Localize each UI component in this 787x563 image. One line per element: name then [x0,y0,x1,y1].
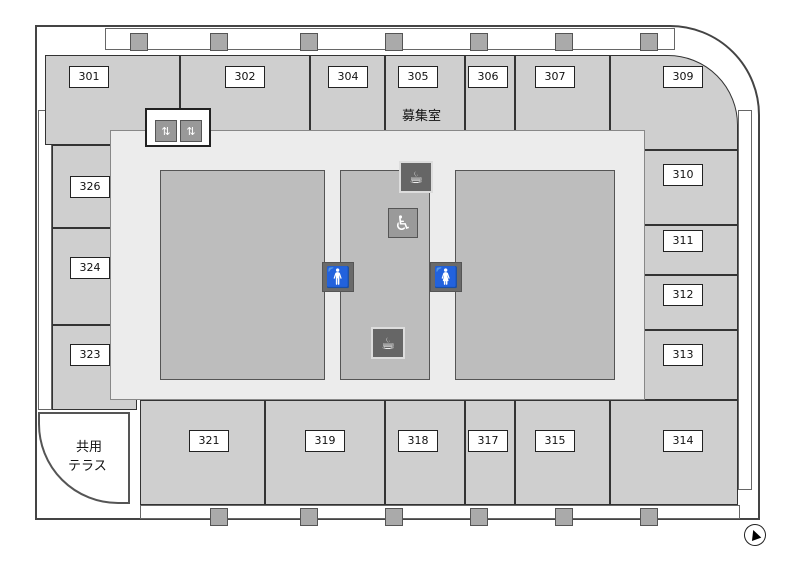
room-label: 324 [70,257,110,279]
bottom-window-strip [140,505,740,519]
right-window-strip [738,110,752,490]
column [470,508,488,526]
column [555,33,573,51]
water-station-icon: ☕ [371,327,405,359]
column [300,508,318,526]
room-label: 315 [535,430,575,452]
terrace-label-line2: テラス [68,459,107,474]
column [385,508,403,526]
recruiting-room-label: 募集室 [402,109,442,124]
room-label: 304 [328,66,368,88]
room-label: 310 [663,164,703,186]
north-arrow-icon: ▲ [740,520,770,550]
water-station-icon: ☕ [399,161,433,193]
accessible-restroom-icon: ♿ [388,208,418,238]
room-label: 321 [189,430,229,452]
room-314[interactable] [610,400,738,505]
room-label: 314 [663,430,703,452]
mens-restroom-icon: 🚹 [322,262,354,292]
room-310[interactable] [640,150,738,225]
column [210,33,228,51]
room-label: 305 [398,66,438,88]
womens-restroom-icon: 🚺 [430,262,462,292]
column [130,33,148,51]
room-label: 312 [663,284,703,306]
column [640,33,658,51]
room-label: 311 [663,230,703,252]
terrace-label-line1: 共用 [76,440,103,455]
room-318[interactable] [385,400,465,505]
column [555,508,573,526]
shared-terrace [38,412,130,504]
room-label: 309 [663,66,703,88]
room-label: 317 [468,430,508,452]
column [300,33,318,51]
room-label: 307 [535,66,575,88]
room-label: 306 [468,66,508,88]
room-label: 302 [225,66,265,88]
room-317[interactable] [465,400,515,505]
core-block-left [160,170,325,380]
room-label: 313 [663,344,703,366]
room-label: 326 [70,176,110,198]
core-block-right [455,170,615,380]
column [640,508,658,526]
room-315[interactable] [515,400,610,505]
room-label: 318 [398,430,438,452]
room-319[interactable] [265,400,385,505]
left-window-strip [38,110,52,410]
column [210,508,228,526]
elevator-icon: ⇅ [180,120,202,142]
room-label: 323 [70,344,110,366]
column [470,33,488,51]
room-label: 301 [69,66,109,88]
elevator-icon: ⇅ [155,120,177,142]
room-321[interactable] [140,400,265,505]
room-label: 319 [305,430,345,452]
column [385,33,403,51]
